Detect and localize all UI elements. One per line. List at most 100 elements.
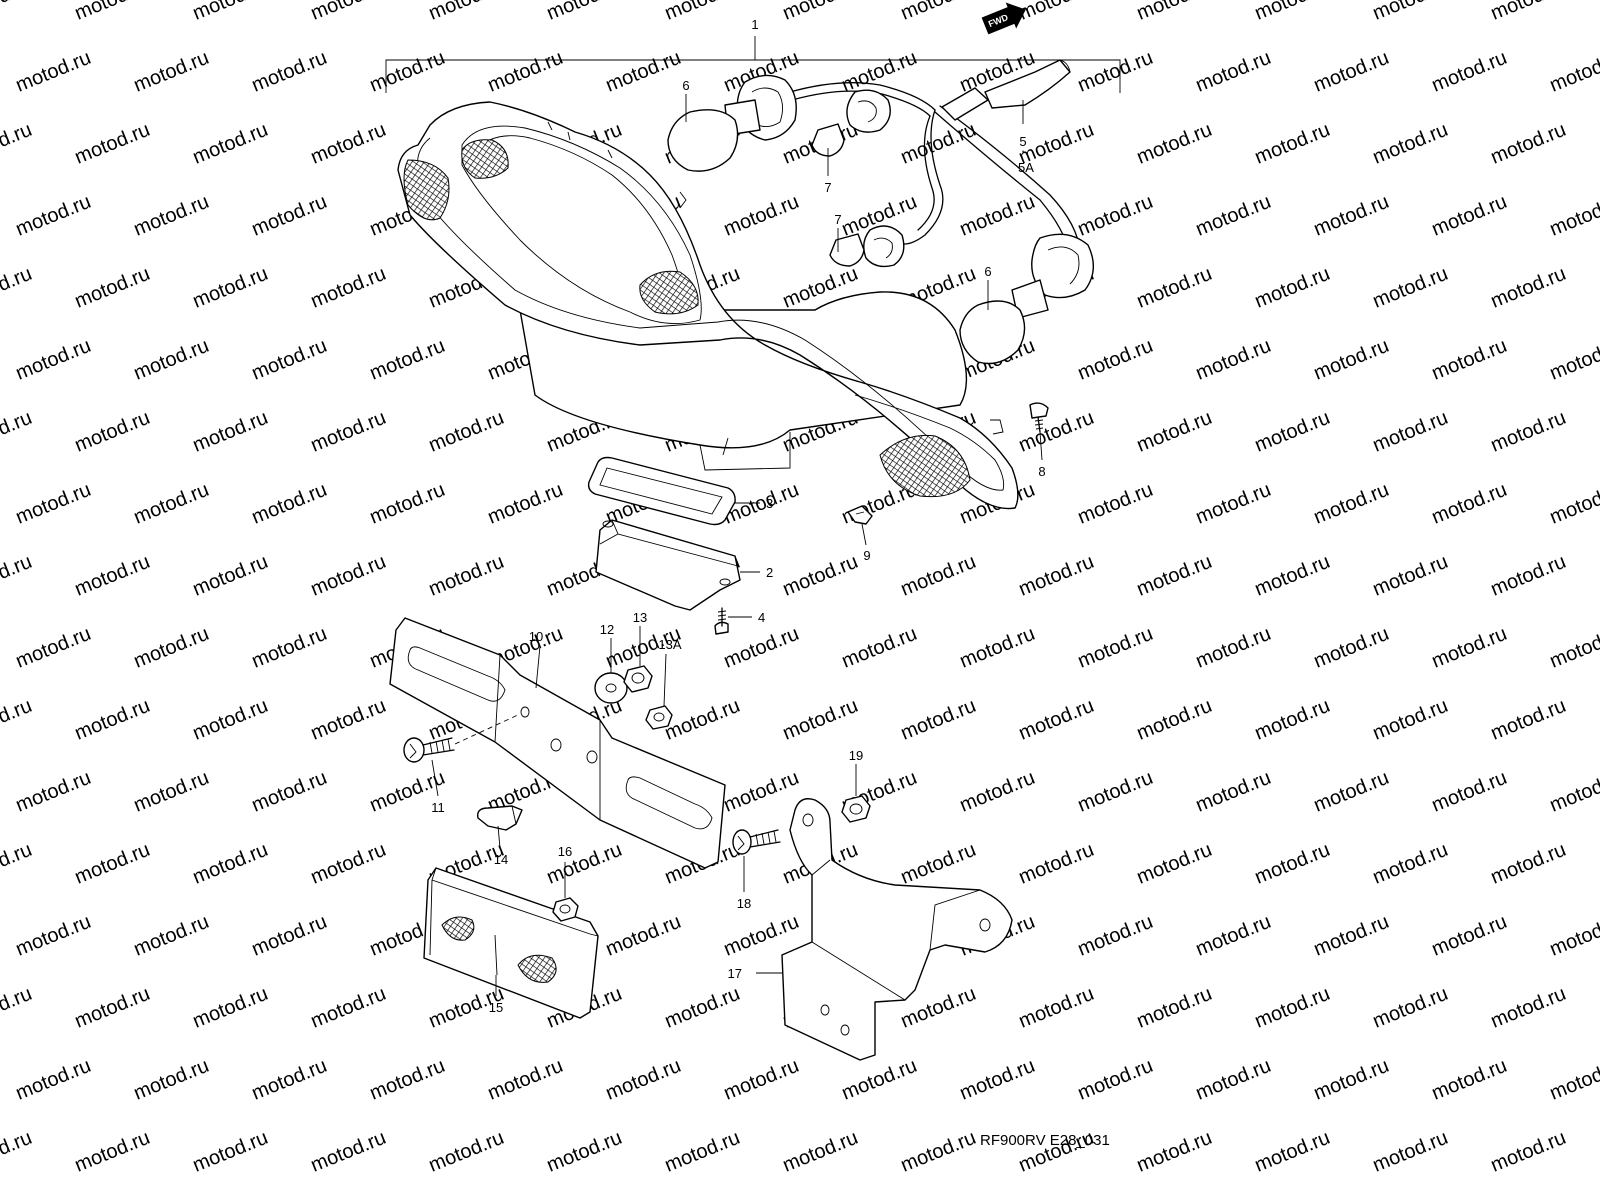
license-bracket-10 — [389, 617, 726, 869]
watermark-text: motod.ru — [839, 623, 920, 673]
watermark-text: motod.ru — [13, 1055, 94, 1105]
watermark-text: motod.ru — [898, 551, 979, 601]
watermark-text: motod.ru — [1547, 47, 1600, 97]
license-lamp-2 — [595, 519, 741, 611]
watermark-text: motod.ru — [1252, 119, 1333, 169]
watermark-text: motod.ru — [898, 695, 979, 745]
watermark-text: motod.ru — [308, 695, 389, 745]
watermark-text: motod.ru — [1311, 1055, 1392, 1105]
watermark-text: motod.ru — [544, 0, 625, 25]
watermark-text: motod.ru — [1547, 479, 1600, 529]
watermark-text: motod.ru — [308, 119, 389, 169]
watermark-text: motod.ru — [0, 839, 35, 889]
nut-13a — [645, 705, 673, 730]
watermark-text: motod.ru — [662, 695, 743, 745]
callout-13a: 13A — [658, 637, 681, 652]
watermark-text: motod.ru — [1134, 263, 1215, 313]
watermark-text: motod.ru — [780, 0, 861, 25]
watermark-text: motod.ru — [131, 911, 212, 961]
watermark-text: motod.ru — [13, 191, 94, 241]
watermark-text: motod.ru — [721, 1055, 802, 1105]
watermark-text: motod.ru — [249, 623, 330, 673]
diagram-code: RF900RV E28_031 — [980, 1132, 1110, 1149]
callout-12: 12 — [600, 622, 614, 637]
watermark-text: motod.ru — [1016, 0, 1097, 25]
clip-9 — [847, 505, 873, 525]
watermark-text: motod.ru — [426, 551, 507, 601]
callout-6-upper: 6 — [682, 78, 689, 93]
watermark-text: motod.ru — [1488, 983, 1569, 1033]
watermark-text: motod.ru — [839, 47, 920, 97]
callout-15: 15 — [489, 1000, 503, 1015]
watermark-text: motod.ru — [957, 1055, 1038, 1105]
watermark-text: motod.ru — [1429, 335, 1510, 385]
watermark-text: motod.ru — [544, 1127, 625, 1177]
callout-10: 10 — [529, 629, 543, 644]
watermark-text: motod.ru — [1488, 0, 1569, 25]
watermark-text: motod.ru — [1075, 335, 1156, 385]
watermark-text: motod.ru — [603, 1055, 684, 1105]
watermark-text: motod.ru — [780, 551, 861, 601]
watermark-text: motod.ru — [1075, 623, 1156, 673]
watermark-text: motod.ru — [1370, 119, 1451, 169]
watermark-text: motod.ru — [72, 263, 153, 313]
watermark-text: motod.ru — [1370, 983, 1451, 1033]
watermark-text: motod.ru — [0, 551, 35, 601]
watermark-text: motod.ru — [544, 839, 625, 889]
watermark-text: motod.ru — [780, 1127, 861, 1177]
watermark-text: motod.ru — [485, 47, 566, 97]
callout-1: 1 — [751, 17, 758, 32]
assembly-bracket — [385, 36, 1121, 93]
watermark-text: motod.ru — [1488, 119, 1569, 169]
watermark-text: motod.ru — [72, 695, 153, 745]
position-bulb-upper — [811, 89, 891, 157]
callout-5a: 5A — [1018, 160, 1034, 175]
callout-4: 4 — [758, 610, 765, 625]
watermark-text: motod.ru — [0, 263, 35, 313]
callout-labels: 1 3 2 4 5 · 5A 6 6 7 7 8 9 10 11 12 13 1… — [431, 17, 1045, 1015]
watermark-text: motod.ru — [1311, 911, 1392, 961]
callout-3: 3 — [766, 496, 773, 511]
watermark-text: motod.ru — [1252, 1127, 1333, 1177]
watermark-text: motod.ru — [662, 983, 743, 1033]
watermark-text: motod.ru — [426, 1127, 507, 1177]
watermark-text: motod.ru — [1311, 191, 1392, 241]
watermark-text: motod.ru — [72, 839, 153, 889]
watermark-text: motod.ru — [1370, 1127, 1451, 1177]
watermark-text: motod.ru — [1075, 911, 1156, 961]
watermark-text: motod.ru — [0, 407, 35, 457]
watermark-text: motod.ru — [0, 983, 35, 1033]
watermark-text: motod.ru — [249, 911, 330, 961]
bracket-17 — [781, 798, 1013, 1061]
gasket-3 — [587, 456, 736, 526]
watermark-text: motod.ru — [1193, 1055, 1274, 1105]
watermark-text: motod.ru — [1429, 191, 1510, 241]
tail-lamp-housing — [397, 101, 1019, 510]
nut-13 — [623, 665, 653, 693]
watermark-text: motod.ru — [308, 839, 389, 889]
callout-18: 18 — [737, 896, 751, 911]
watermark-text: motod.ru — [1547, 623, 1600, 673]
position-bulb-lower — [829, 225, 905, 268]
watermark-text: motod.ru — [1016, 407, 1097, 457]
callout-2: 2 — [766, 565, 773, 580]
callout-17: 17 — [728, 966, 742, 981]
watermark-text: motod.ru — [131, 479, 212, 529]
callout-5-separator: · — [1021, 143, 1025, 158]
watermark-text: motod.ru — [190, 695, 271, 745]
watermark-text: motod.ru — [1016, 551, 1097, 601]
watermark-text: motod.ru — [721, 767, 802, 817]
watermark-text: motod.ru — [1370, 0, 1451, 25]
callout-19: 19 — [849, 748, 863, 763]
watermark-text: motod.ru — [1429, 47, 1510, 97]
watermark-text: motod.ru — [1134, 119, 1215, 169]
callout-13: 13 — [633, 610, 647, 625]
nut-19 — [841, 795, 871, 823]
watermark-text: motod.ru — [13, 479, 94, 529]
stop-tail-bulb-upper — [667, 74, 797, 172]
watermark-text: motod.ru — [13, 335, 94, 385]
watermark-text: motod.ru — [72, 0, 153, 25]
watermark-text: motod.ru — [603, 47, 684, 97]
watermark-text: motod.ru — [1134, 551, 1215, 601]
watermark-text: motod.ru — [308, 1127, 389, 1177]
